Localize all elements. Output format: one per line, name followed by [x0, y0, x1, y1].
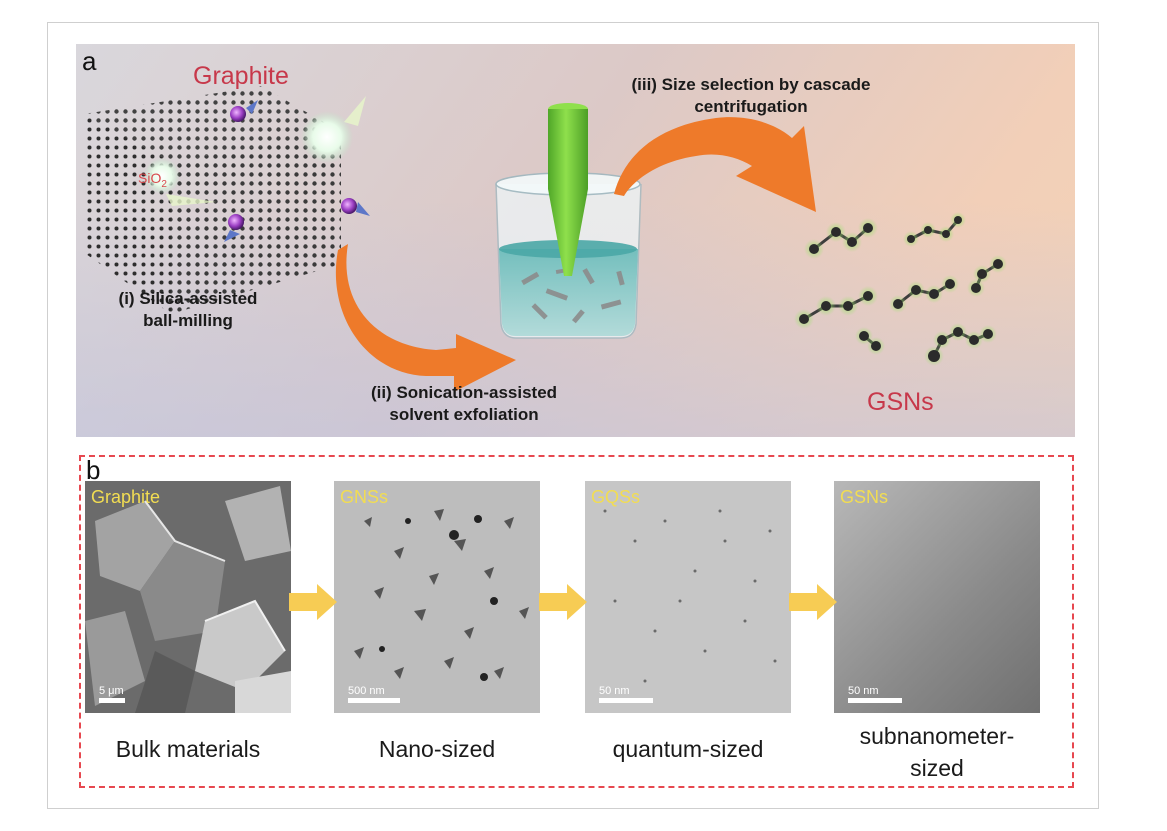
yellow-arrow-icon-1 — [289, 584, 337, 620]
panel-a-schematic: a Graphite SiO2 (i) Silica-assisted ball… — [76, 44, 1075, 437]
yellow-arrow-icon-2 — [539, 584, 587, 620]
tem-image-gsns: GSNs 50 nm — [834, 481, 1040, 713]
sem-image-graphite: Graphite 5 μm — [85, 481, 291, 713]
sio2-base: SiO — [138, 170, 162, 186]
sio2-subscript: 2 — [161, 178, 167, 190]
caption-nano: Nano-sized — [378, 736, 496, 762]
step3-label: (iii) Size selection by cascade centrifu… — [631, 75, 871, 116]
caption-bulk: Bulk materials — [115, 736, 261, 762]
orange-arrow-step2 — [335, 244, 516, 392]
graphite-label: Graphite — [193, 62, 289, 90]
gsn-cluster-icons — [794, 212, 1007, 366]
tem-texture-gnss — [334, 481, 540, 713]
scale-bar-gqss: 50 nm — [599, 685, 653, 703]
image-label-gsns: GSNs — [840, 487, 889, 507]
graphite-lattice-block — [84, 86, 341, 314]
scale-text-gnss: 500 nm — [348, 685, 385, 697]
sio2-label: SiO2 — [138, 170, 167, 190]
scale-bar-gnss: 500 nm — [348, 685, 400, 703]
tem-texture-gqss — [585, 481, 791, 713]
yellow-arrow-icon-3 — [789, 584, 837, 620]
scale-text-gsns: 50 nm — [848, 685, 879, 697]
caption-quantum: quantum-sized — [612, 736, 764, 762]
scale-text-graphite: 5 μm — [99, 685, 124, 697]
milling-ball-icons — [224, 100, 370, 242]
scale-text-gqss: 50 nm — [599, 685, 630, 697]
step2-label: (ii) Sonication-assisted solvent exfolia… — [370, 383, 558, 424]
image-label-graphite: Graphite — [91, 487, 161, 507]
panel-b-microscopy — [79, 455, 1074, 788]
step1-label: (i) Silica-assisted ball-milling — [118, 289, 258, 330]
image-label-gqss: GQSs — [591, 487, 641, 507]
silica-sphere-small — [144, 158, 180, 194]
orange-arrow-step3 — [614, 117, 816, 212]
image-label-gnss: GNSs — [340, 487, 389, 507]
gsns-product-label: GSNs — [867, 388, 934, 416]
sonicator-probe-icon — [548, 103, 588, 276]
tem-image-gqss: GQSs 50 nm — [585, 481, 791, 713]
panel-a-letter: a — [82, 46, 97, 76]
panel-b-letter: b — [86, 455, 101, 485]
sem-texture — [85, 481, 291, 713]
scale-bar-graphite: 5 μm — [99, 685, 125, 703]
caption-subnanometer: subnanometer- sized — [859, 723, 1015, 781]
tem-image-gnss: GNSs 500 nm — [334, 481, 540, 713]
schematic-illustration — [84, 86, 1007, 392]
scale-bar-gsns: 50 nm — [848, 685, 902, 703]
silica-sphere-large — [301, 111, 353, 163]
